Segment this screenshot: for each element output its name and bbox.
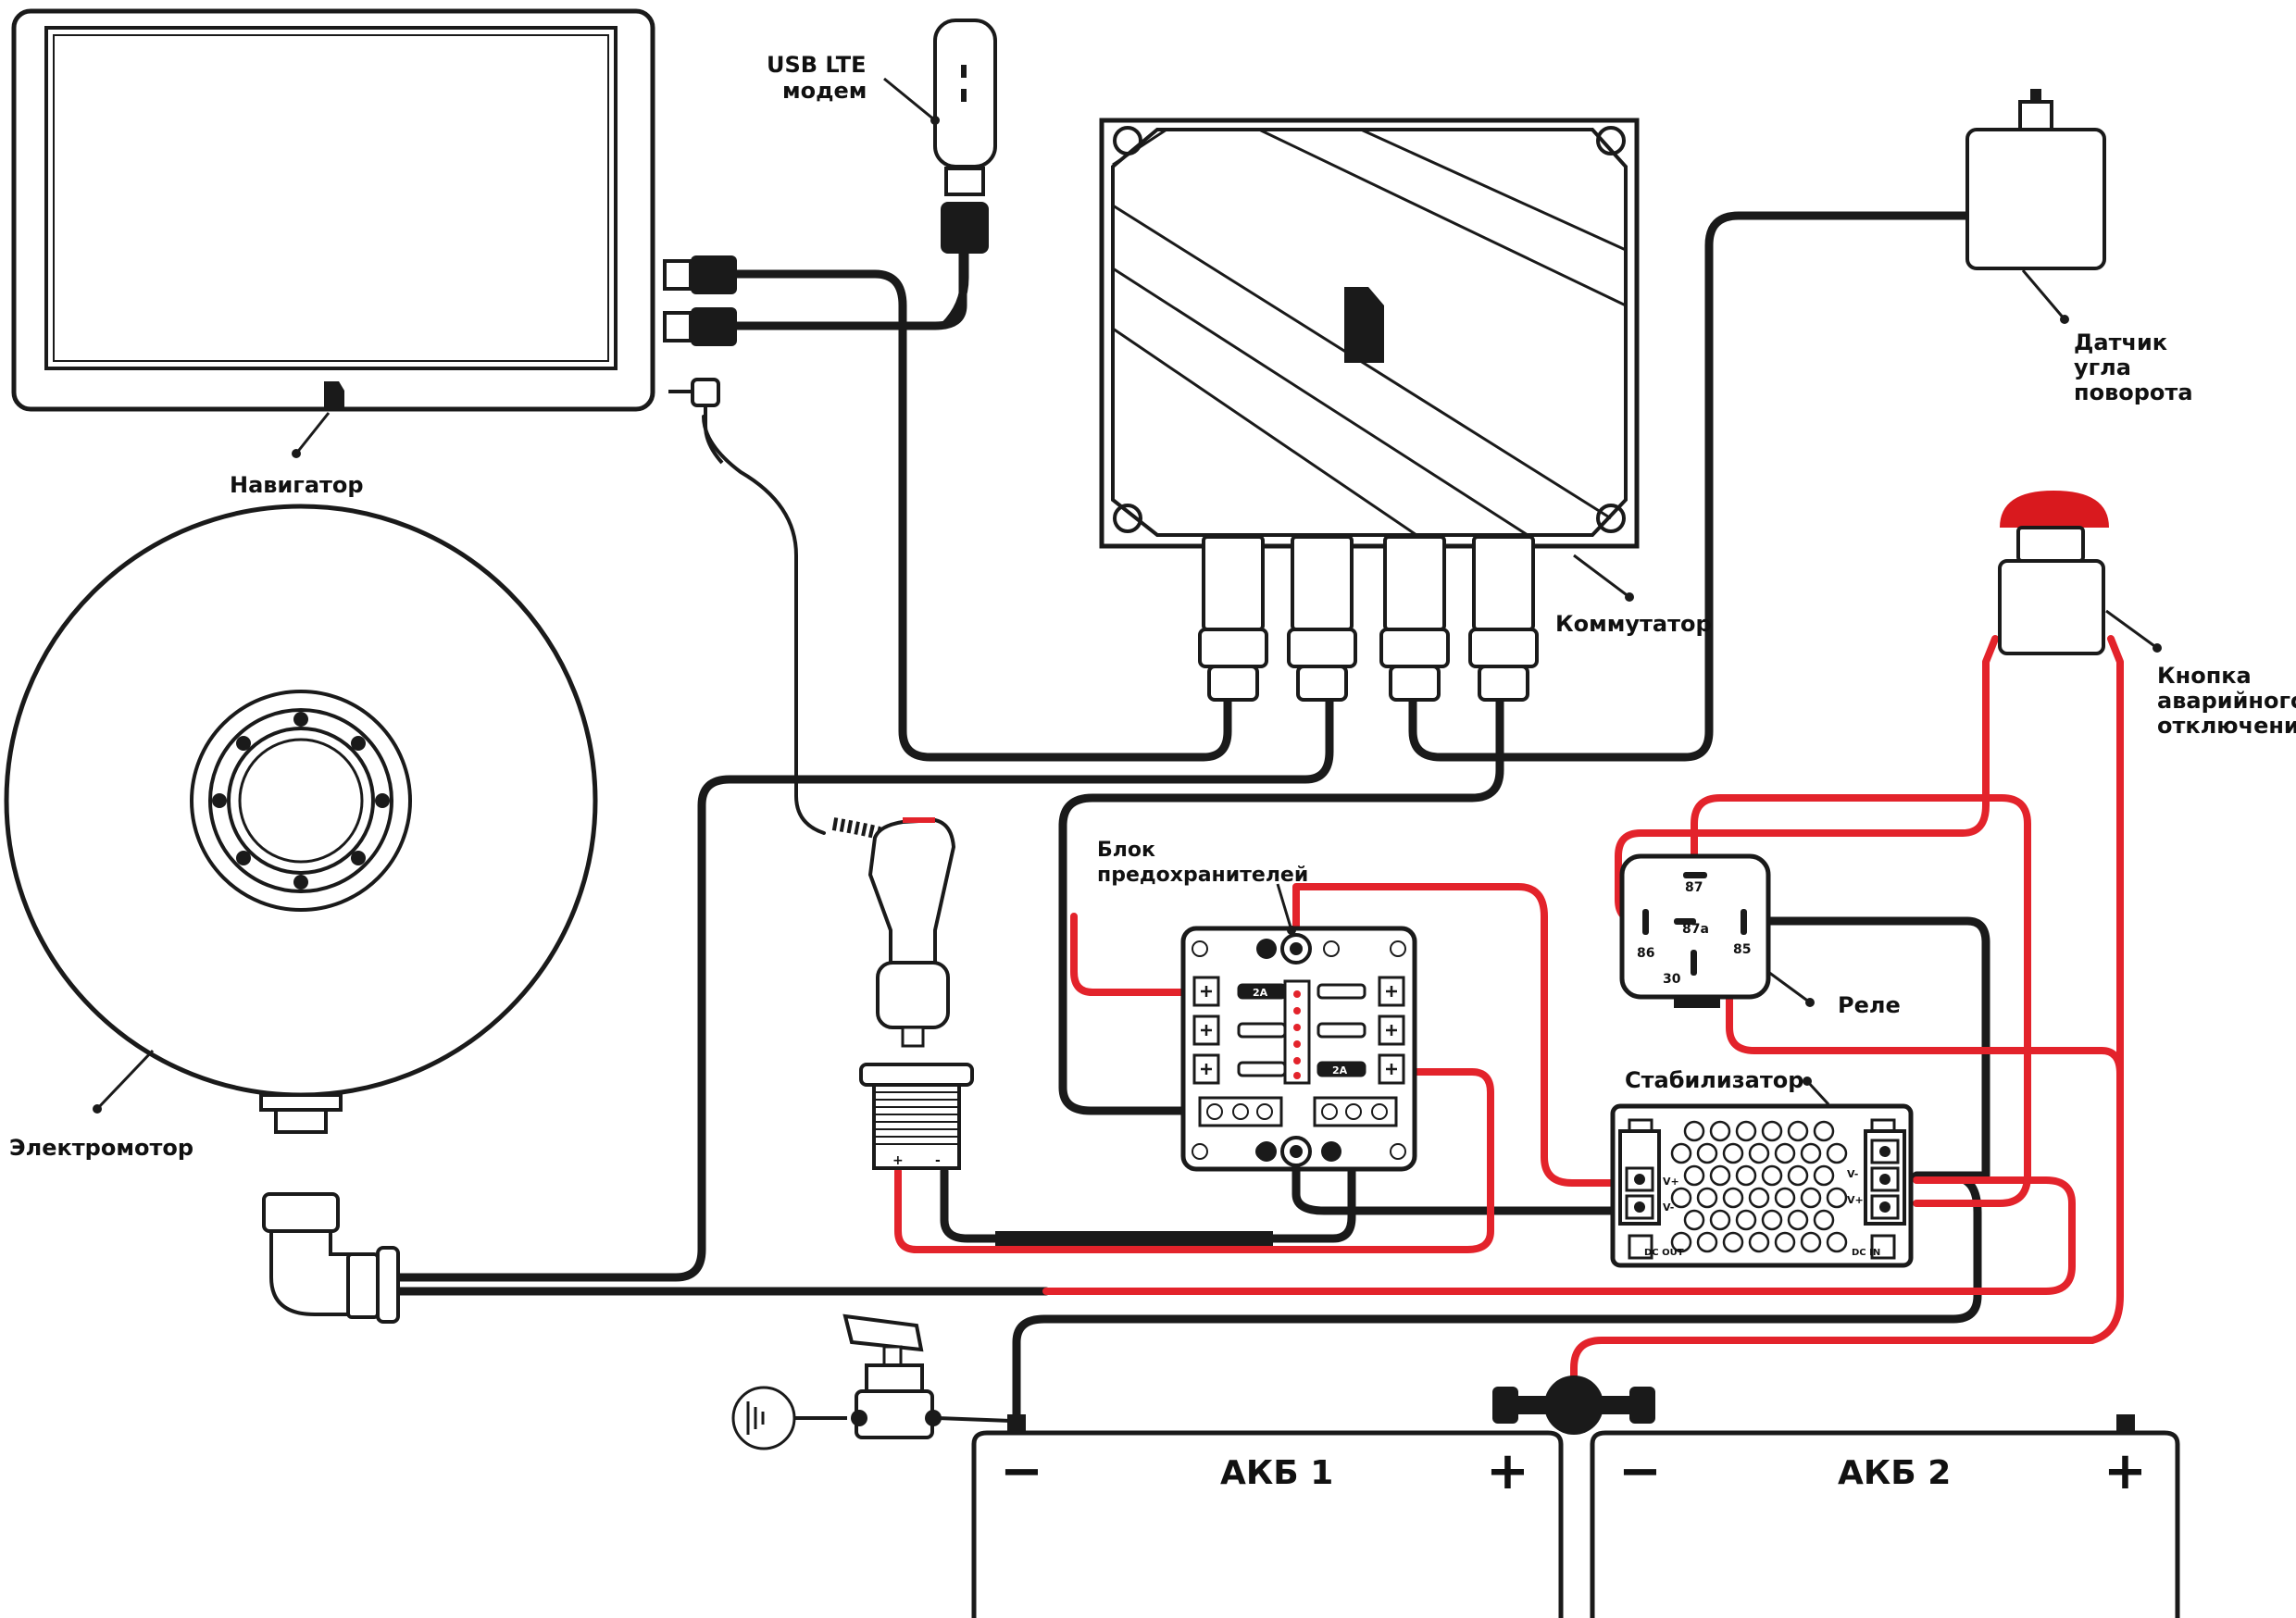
cigarette-plug (831, 817, 956, 1048)
angle-sensor-label-line2: угла (2074, 355, 2131, 380)
electric-motor (4, 504, 598, 1134)
ground-symbol (731, 1386, 847, 1450)
usb-modem (883, 19, 997, 330)
relay-pin-86: 86 (1637, 946, 1654, 961)
fuse-block-label-line2: предохранителей (1097, 864, 1308, 887)
fuse-a-rating: 2A (1253, 987, 1268, 999)
emergency-label-line2: аварийного (2157, 688, 2296, 714)
battery-1-label: АКБ 1 (1220, 1454, 1333, 1492)
motor-cable-connector (262, 1192, 400, 1324)
switch-box (1099, 118, 1640, 602)
navigator-label: Навигатор (230, 472, 364, 498)
stabilizer-label: Стабилизатор (1625, 1067, 1803, 1093)
relay-pin-85: 85 (1733, 942, 1751, 957)
stabilizer-out-pos: V+ (1663, 1176, 1679, 1188)
battery-2-label: АКБ 2 (1838, 1454, 1951, 1492)
stabilizer-in-neg: V- (1847, 1168, 1858, 1180)
fuse-b-rating: 2A (1332, 1064, 1348, 1077)
hdmi-connector-2 (663, 307, 737, 346)
usb-modem-label-line1: USB LTE (767, 52, 867, 78)
angle-sensor-label-line1: Датчик (2074, 330, 2167, 355)
emergency-button (1998, 491, 2162, 655)
hdmi-connector-1 (663, 255, 737, 294)
switch-port-connectors (1198, 535, 1539, 702)
battery-2-plus: + (2103, 1441, 2147, 1501)
stabilizer-in-pos: V+ (1847, 1194, 1864, 1206)
stabilizer: V+ V- V- V+ DC OUT DC IN (1610, 1077, 1914, 1268)
battery-2: − + АКБ 2 (1590, 1414, 2180, 1618)
cigarette-socket: + - (859, 1063, 1273, 1246)
switch-label: Коммутатор (1555, 611, 1712, 637)
stabilizer-dc-in: DC IN (1852, 1248, 1880, 1258)
brand-logo-icon (1344, 287, 1384, 363)
audio-jack-connector (668, 378, 724, 465)
battery-disconnect-switch (842, 1313, 1012, 1439)
emergency-label-line1: Кнопка (2157, 663, 2252, 689)
relay-pin-87a: 87a (1682, 922, 1709, 937)
relay: 87 87a 86 85 30 (1619, 853, 1815, 1008)
relay-pin-87: 87 (1685, 880, 1703, 895)
brand-logo-icon (324, 381, 344, 407)
navigator-monitor (11, 8, 655, 458)
emergency-label-line3: отключения (2157, 713, 2296, 739)
red-wires (894, 635, 2124, 1392)
stabilizer-vent-grid (1670, 1120, 1848, 1253)
battery-jumper (1492, 1375, 1655, 1435)
relay-label: Реле (1838, 992, 1901, 1018)
usb-modem-label-line2: модем (782, 78, 867, 104)
angle-sensor (1965, 89, 2106, 324)
battery-1-minus: − (1000, 1441, 1043, 1501)
motor-label: Электромотор (9, 1135, 193, 1161)
socket-minus-label: - (935, 1153, 941, 1168)
fuse-block: 2A 2A (1180, 926, 1417, 1172)
angle-sensor-label-line3: поворота (2074, 380, 2193, 405)
socket-plus-label: + (892, 1153, 904, 1168)
battery-1: − + АКБ 1 (971, 1414, 1564, 1618)
stabilizer-dc-out: DC OUT (1644, 1248, 1684, 1258)
relay-pin-30: 30 (1663, 972, 1681, 987)
stabilizer-out-neg: V- (1663, 1201, 1674, 1214)
battery-1-plus: + (1486, 1441, 1529, 1501)
battery-2-minus: − (1618, 1441, 1662, 1501)
fuse-block-label-line1: Блок (1097, 839, 1155, 862)
black-wires (389, 211, 1990, 1425)
